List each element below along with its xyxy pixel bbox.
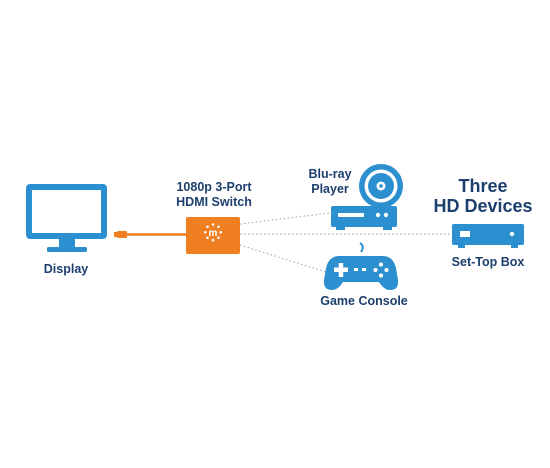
line-to-bluray: [239, 212, 331, 225]
settop-box-icon: [452, 224, 524, 248]
three-hd-devices-heading: Three HD Devices: [426, 176, 540, 216]
line-to-game: [239, 244, 327, 273]
display-label: Display: [43, 262, 89, 276]
switch-label-line2: HDMI Switch: [176, 195, 252, 209]
switch-label-line1: 1080p 3-Port: [176, 180, 252, 194]
gamepad-icon: [323, 242, 399, 290]
switch-logo: m: [209, 228, 218, 239]
connection-lines: [239, 212, 452, 273]
heading-line2: HD Devices: [433, 196, 533, 216]
heading-line1: Three: [458, 176, 508, 196]
bluray-player-icon: [331, 164, 403, 230]
settop-box-label: Set-Top Box: [451, 255, 525, 269]
hdmi-switch-icon: m: [186, 217, 240, 254]
switch-label: 1080p 3-Port HDMI Switch: [166, 180, 262, 210]
monitor-icon: [26, 184, 107, 252]
bluray-label: Blu-ray Player: [300, 167, 360, 197]
bluray-label-line2: Player: [311, 182, 349, 196]
bluray-label-line1: Blu-ray: [308, 167, 352, 181]
hdmi-cable: [114, 231, 186, 238]
game-console-label: Game Console: [320, 294, 408, 308]
